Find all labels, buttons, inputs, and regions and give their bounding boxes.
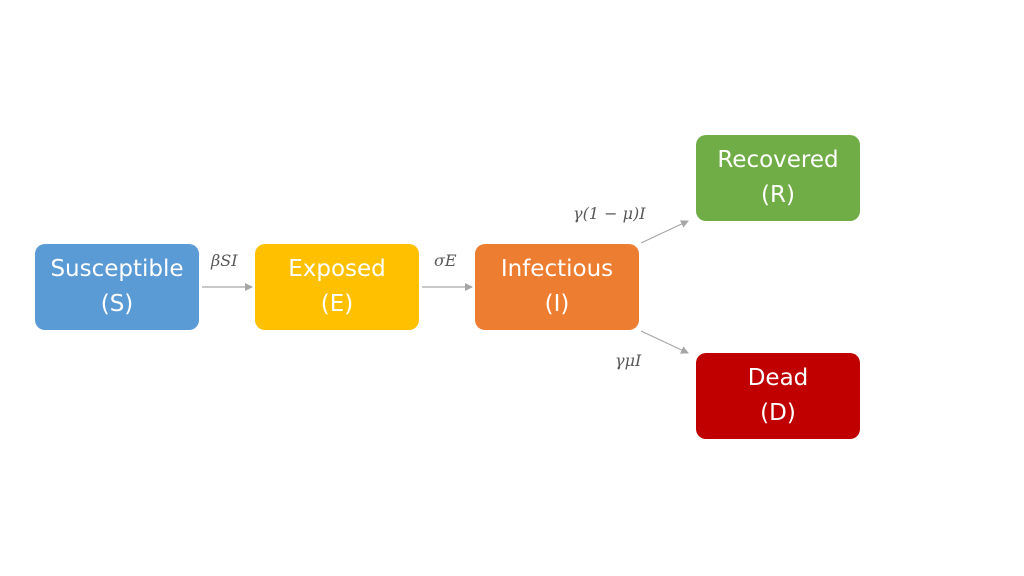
node-susceptible-symbol: (S) [100,291,134,317]
arrow-i-to-d [640,330,689,354]
node-recovered: Recovered (R) [696,135,860,221]
arrow-i-to-r [640,220,689,244]
node-dead-symbol: (D) [760,400,796,426]
node-dead-name: Dead [747,365,809,391]
node-infectious-name: Infectious [500,256,614,282]
node-recovered-name: Recovered [717,147,839,173]
rate-label-s-to-e: βSI [211,251,238,270]
rate-label-i-to-r: γ(1 − μ)I [573,204,646,223]
node-exposed-name: Exposed [288,256,386,282]
rate-label-i-to-d: γμI [615,351,642,370]
node-infectious-symbol: (I) [544,291,570,317]
node-exposed: Exposed (E) [255,244,419,330]
rate-label-e-to-i: σE [434,251,457,270]
node-exposed-symbol: (E) [320,291,354,317]
node-susceptible-name: Susceptible [50,256,184,282]
node-dead: Dead (D) [696,353,860,439]
node-recovered-symbol: (R) [761,182,795,208]
node-infectious: Infectious (I) [475,244,639,330]
node-susceptible: Susceptible (S) [35,244,199,330]
